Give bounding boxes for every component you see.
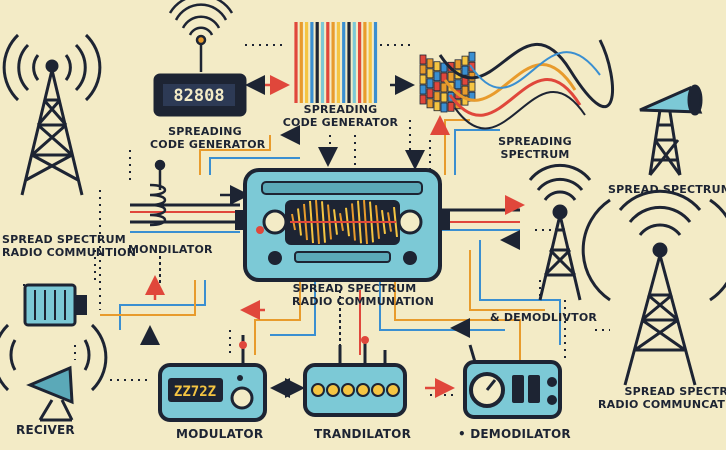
label-line: RECIVER <box>16 423 75 437</box>
label-center-code-generator: SPREADING CODE GENERATOR <box>278 103 403 129</box>
label-line: & DEMODLIVTOR <box>490 311 598 324</box>
label-top-left-tower: SPREAD SPECTRUM RADIO COMMUNTION <box>2 233 137 259</box>
receiver-horn-icon <box>0 323 108 422</box>
code-generator-display: 82808 <box>173 86 224 106</box>
radio-tower-icon <box>2 33 102 196</box>
label-line: TRANDILATOR <box>314 427 412 441</box>
label-line: SPREAD SPECTRUM <box>624 385 726 398</box>
label-line: SPREAD SPECTRUM <box>608 183 726 196</box>
label-line: SPREADING <box>168 125 242 138</box>
spectrum-wave-icon <box>419 39 614 130</box>
label-spreading-code-generator: SPREADING CODE GENERATOR <box>150 125 266 151</box>
label-demodilator: • DEMODILATOR <box>458 427 571 442</box>
radio-tower-icon <box>581 189 726 386</box>
coil-antenna-icon <box>149 159 167 227</box>
label-line: RADIO COMMUNCATION <box>598 397 726 411</box>
label-line: SPREADING <box>498 135 572 148</box>
label-right-spread-spectrum: SPREAD SPECTRUM <box>608 183 726 197</box>
demodulator-device-icon <box>463 344 562 419</box>
label-demodlivtor: & DEMODLIVTOR <box>490 311 598 325</box>
label-line: RADIO COMMUNATION <box>292 294 435 308</box>
label-line: CODE GENERATOR <box>150 137 266 151</box>
label-modulator: MODULATOR <box>176 427 264 442</box>
label-trandilator: TRANDILATOR <box>314 427 412 442</box>
label-line: • DEMODILATOR <box>458 427 571 441</box>
label-line: RADIO COMMUNTION <box>2 245 137 259</box>
modulator-display: ZZ72Z <box>174 384 216 400</box>
central-transceiver-icon <box>235 168 450 282</box>
code-stripes-icon <box>292 20 378 105</box>
label-line: SPREAD SPECTRUM <box>2 233 126 246</box>
spreading-code-device-icon: 82808 <box>153 0 247 117</box>
label-center-radio: SPREAD SPECTRUM RADIO COMMUNATION <box>292 282 435 308</box>
label-reciver: RECIVER <box>16 423 75 438</box>
label-line: SPREAD SPECTRUM <box>292 282 417 295</box>
translator-device-icon <box>303 336 407 417</box>
modulator-device-icon: ZZ72Z <box>158 335 267 422</box>
label-line: MONDILATOR <box>128 243 213 256</box>
label-line: CODE GENERATOR <box>282 115 399 129</box>
label-line: SPREADING <box>303 103 378 116</box>
module-box-icon <box>23 283 87 327</box>
label-bottom-right-tower: SPREAD SPECTRUM RADIO COMMUNCATION <box>598 385 726 411</box>
flow-arrows <box>140 75 525 398</box>
label-line: MODULATOR <box>176 427 264 441</box>
label-spreading-spectrum: SPREADING SPECTRUM <box>490 135 580 161</box>
satellite-dish-icon <box>639 84 703 176</box>
label-line: SPECTRUM <box>500 147 570 161</box>
radio-tower-icon <box>528 163 592 301</box>
label-mondilator: MONDILATOR <box>128 243 213 257</box>
